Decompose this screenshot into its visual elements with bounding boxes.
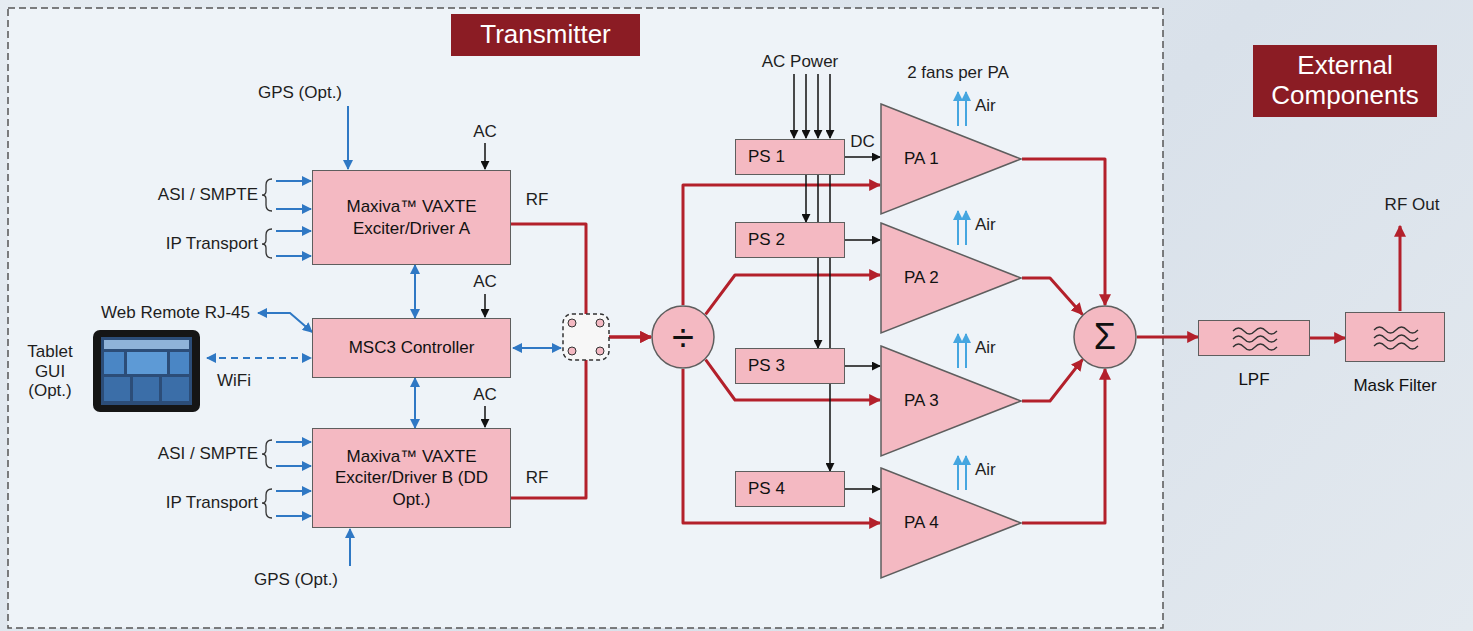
annotation-label: Tablet GUI (Opt.) (14, 342, 86, 401)
connector (845, 365, 880, 367)
node-text: PS 4 (748, 478, 785, 499)
operator-circle: ÷ (651, 305, 715, 369)
node-text: PS 2 (748, 229, 785, 250)
triangle-outline (880, 222, 1022, 334)
annotation-label: AC Power (762, 52, 839, 72)
connector (845, 239, 880, 241)
airflow-arrows (958, 92, 966, 490)
connector (1137, 336, 1198, 339)
annotation-label: IP Transport (166, 234, 258, 254)
amplifier-triangle: PA 1 (880, 103, 1022, 215)
node-text: ÷ (672, 317, 694, 357)
filter-label: LPF (1238, 369, 1269, 390)
annotation-label: ASI / SMPTE (158, 185, 258, 205)
connector (845, 156, 880, 158)
annotation-label: RF (526, 190, 549, 210)
connector (414, 378, 416, 428)
node-text: Maxiva™ VAXTE Exciter/Driver A (335, 196, 488, 239)
power-supply-box: PS 4 (735, 471, 845, 507)
connector (845, 488, 880, 490)
amplifier-triangle: PA 3 (880, 345, 1022, 457)
process-box: MSC3 Controller (312, 318, 511, 378)
power-supply-box: PS 3 (735, 348, 845, 384)
power-supply-box: PS 2 (735, 222, 845, 258)
connector (683, 185, 880, 305)
process-box: Maxiva™ VAXTE Exciter/Driver A (312, 170, 511, 265)
power-supply-box: PS 1 (735, 139, 845, 175)
amplifier-triangle: PA 2 (880, 222, 1022, 334)
annotation-label: RF Out (1385, 195, 1440, 215)
node-text: PA 1 (904, 148, 939, 169)
input-arrows (276, 181, 311, 516)
title-band: Transmitter (451, 14, 640, 56)
node-text: PA 2 (904, 267, 939, 288)
process-box: Maxiva™ VAXTE Exciter/Driver B (DD Opt.) (312, 428, 511, 528)
annotation-label: 2 fans per PA (907, 63, 1009, 83)
ac-power-feed (794, 74, 830, 138)
filter-box: Mask Filter (1345, 312, 1445, 362)
triangle-outline (880, 345, 1022, 457)
annotation-label: AC (473, 122, 497, 142)
connector (1310, 337, 1345, 340)
title-band: External Components (1253, 45, 1437, 117)
rf-switch-symbol (563, 314, 609, 360)
connector (683, 369, 880, 523)
filter-label: Mask Filter (1353, 375, 1436, 396)
connector (511, 337, 651, 498)
annotation-label: Air (975, 460, 996, 480)
filter-symbol (1199, 321, 1311, 357)
connector (706, 275, 880, 314)
brace (262, 179, 272, 518)
node-text: Maxiva™ VAXTE Exciter/Driver B (DD Opt.) (335, 446, 488, 510)
circle-outline (651, 305, 715, 369)
annotation-label: RF (526, 468, 549, 488)
connector (1022, 159, 1105, 305)
node-text: PA 4 (904, 512, 939, 533)
node-text: Transmitter (480, 20, 611, 50)
edge-label: DC (848, 132, 877, 152)
connector (805, 175, 807, 222)
annotation-label: AC (473, 385, 497, 405)
tablet-icon (93, 330, 200, 412)
amplifier-triangle: PA 4 (880, 467, 1022, 579)
triangle-outline (880, 103, 1022, 215)
connector (1022, 360, 1082, 401)
annotation-label: Air (975, 338, 996, 358)
annotation-label: Air (975, 96, 996, 116)
annotation-label: GPS (Opt.) (258, 83, 342, 103)
node-text: PA 3 (904, 390, 939, 411)
circle-outline (1073, 305, 1137, 369)
annotation-label: Web Remote RJ-45 (101, 303, 250, 323)
node-text: PS 1 (748, 146, 785, 167)
annotation-label: GPS (Opt.) (254, 570, 338, 590)
connector (817, 175, 819, 348)
node-text: Σ (1094, 319, 1116, 355)
filter-box: LPF (1198, 320, 1310, 356)
operator-circle: Σ (1073, 305, 1137, 369)
connector (1022, 369, 1105, 523)
node-text: MSC3 Controller (349, 337, 475, 358)
triangle-outline (880, 467, 1022, 579)
filter-symbol (1346, 313, 1446, 363)
connector (414, 265, 416, 318)
annotation-label: ASI / SMPTE (158, 444, 258, 464)
node-text: PS 3 (748, 355, 785, 376)
transmitter-outline (8, 8, 1163, 628)
connector (829, 175, 831, 471)
annotation-label: WiFi (217, 371, 251, 391)
connector (706, 360, 880, 400)
annotation-label: IP Transport (166, 493, 258, 513)
annotation-label: Air (975, 215, 996, 235)
annotation-label: AC (473, 272, 497, 292)
node-text: External Components (1263, 51, 1427, 111)
connector (1022, 278, 1082, 314)
